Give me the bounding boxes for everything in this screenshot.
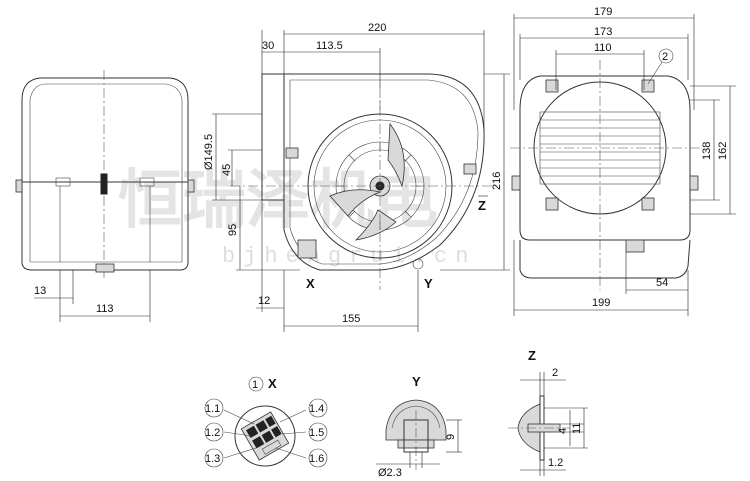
pin-1-1: 1.1 xyxy=(205,403,220,415)
pin-1-6: 1.6 xyxy=(309,453,324,465)
dim-173: 173 xyxy=(594,26,612,38)
dim-216: 216 xyxy=(491,172,503,190)
pin-1-4: 1.4 xyxy=(309,403,324,415)
dim-95: 95 xyxy=(227,224,239,236)
detail-z-dim-1-2: 1.2 xyxy=(548,457,563,469)
dim-13: 13 xyxy=(34,285,46,297)
detail-x-number: 1 xyxy=(252,379,258,391)
pin-1-2: 1.2 xyxy=(205,427,220,439)
outlet-view-right: 179 173 110 2 138 162 54 199 xyxy=(510,6,736,316)
dim-220: 220 xyxy=(368,22,386,34)
dim-110: 110 xyxy=(594,42,612,54)
detail-x-connector: 1 X 1.1 1.2 1.3 1.4 1.5 1.6 xyxy=(204,376,328,468)
dim-30: 30 xyxy=(262,40,274,52)
side-view-left: 13 113 xyxy=(15,70,195,322)
view-label-z-marker: Z xyxy=(478,198,486,213)
dim-179: 179 xyxy=(594,6,612,18)
dim-113-5: 113.5 xyxy=(316,40,343,52)
dim-162: 162 xyxy=(717,142,729,160)
dim-155: 155 xyxy=(342,313,360,325)
dim-113: 113 xyxy=(96,303,114,315)
detail-y-dim-9: 9 xyxy=(445,434,457,440)
dim-54: 54 xyxy=(656,277,668,289)
detail-y-grommet: Y 9 Ø2.3 xyxy=(376,374,462,479)
front-view-center: 220 30 113.5 Ø149.5 45 95 216 Z X Y 12 1… xyxy=(203,22,510,332)
detail-z-dim-4: 4 xyxy=(557,428,569,434)
detail-z-clip: Z 2 4 11 1.2 xyxy=(508,348,588,476)
dim-138: 138 xyxy=(701,142,713,160)
balloon-2: 2 xyxy=(662,51,668,63)
dim-12: 12 xyxy=(258,295,270,307)
dim-199: 199 xyxy=(592,297,610,309)
watermark-url: bjhengrui.cn xyxy=(222,244,476,269)
detail-z-dim-11: 11 xyxy=(571,423,583,434)
detail-z-title: Z xyxy=(528,348,536,363)
detail-y-dim-2-3: Ø2.3 xyxy=(378,467,402,479)
detail-y-title: Y xyxy=(412,374,421,389)
detail-z-dim-2: 2 xyxy=(552,367,558,379)
pin-1-5: 1.5 xyxy=(309,427,324,439)
view-label-x: X xyxy=(306,276,315,291)
detail-x-title: X xyxy=(268,376,277,391)
pin-1-3: 1.3 xyxy=(205,453,220,465)
view-label-y: Y xyxy=(424,276,433,291)
dim-dia-149-5: Ø149.5 xyxy=(203,134,215,170)
dim-45: 45 xyxy=(221,164,233,176)
watermark: 恒瑞泽机电 bjhengrui.cn xyxy=(118,164,476,269)
